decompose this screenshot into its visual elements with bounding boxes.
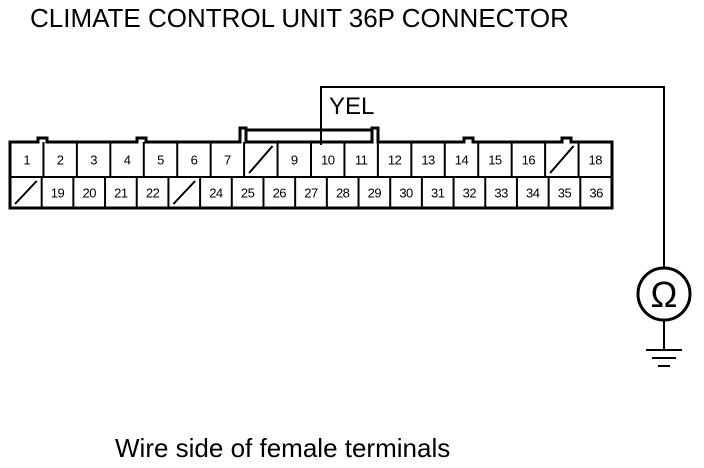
blank-cavity-icon [248,145,274,174]
yel-wire [320,86,665,268]
pin-34: 34 [526,186,540,201]
pin-26: 26 [273,186,287,201]
pin-4: 4 [124,153,131,168]
diagram-caption: Wire side of female terminals [115,433,450,463]
ohm-symbol: Ω [651,274,678,315]
pin-24: 24 [209,186,223,201]
wire-color-label: YEL [329,93,374,120]
diagram-title: CLIMATE CONTROL UNIT 36P CONNECTOR [30,3,569,33]
pin-36: 36 [589,186,603,201]
pin-22: 22 [146,186,160,201]
pin-5: 5 [157,153,164,168]
ground-icon [646,349,682,367]
connector-outline [8,126,614,210]
pin-30: 30 [399,186,413,201]
pin-25: 25 [241,186,255,201]
pin-31: 31 [431,186,445,201]
blank-cavity-icon [172,180,196,205]
blank-cavity-icon [14,180,38,205]
pin-1: 1 [23,153,30,168]
pin-21: 21 [114,186,128,201]
pin-10: 10 [321,153,335,168]
pin-2: 2 [57,153,64,168]
pin-20: 20 [82,186,96,201]
pin-12: 12 [388,153,402,168]
pin-33: 33 [494,186,508,201]
pin-16: 16 [522,153,536,168]
pin-32: 32 [463,186,477,201]
pin-13: 13 [421,153,435,168]
pin-9: 9 [291,153,298,168]
pin-29: 29 [368,186,382,201]
pin-18: 18 [589,153,603,168]
pin-3: 3 [90,153,97,168]
pin-28: 28 [336,186,350,201]
pin-7: 7 [224,153,231,168]
blank-cavity-icon [549,145,575,174]
pin-14: 14 [455,153,469,168]
ohmmeter-icon: Ω [636,266,692,322]
pin-15: 15 [488,153,502,168]
pin-35: 35 [558,186,572,201]
pin-11: 11 [355,153,368,168]
pin-19: 19 [51,186,65,201]
pin-27: 27 [304,186,318,201]
pin-6: 6 [191,153,198,168]
